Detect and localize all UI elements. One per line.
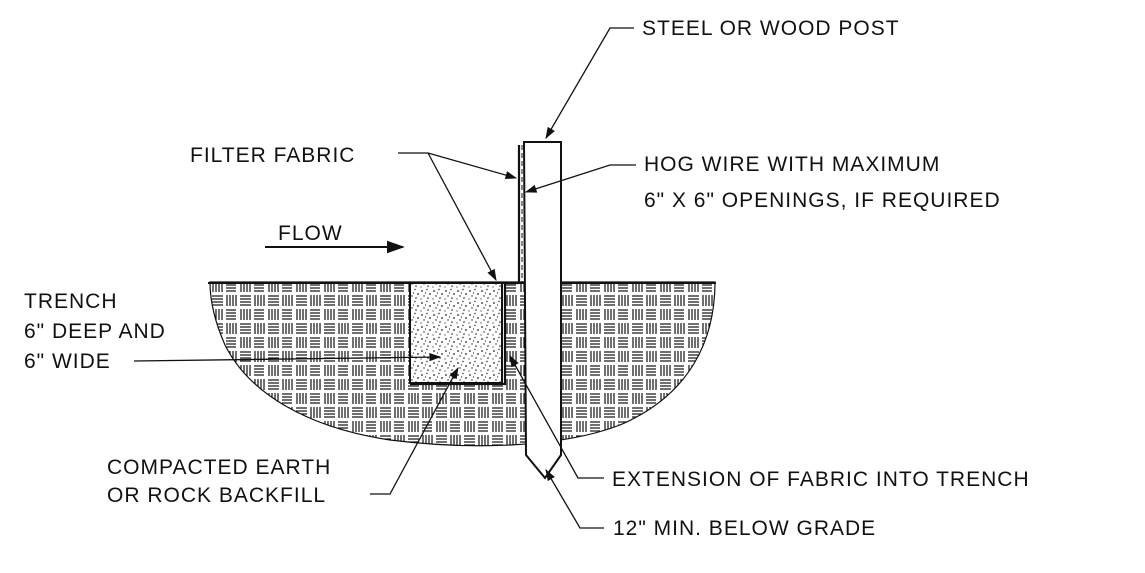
backfill-leader [370,366,459,495]
trench-label-line2: 6" DEEP AND [24,320,166,343]
trench-backfill [409,282,503,384]
filter-fabric-leader-1 [398,152,518,180]
trench-leader [133,353,442,362]
extension-leader [509,354,604,479]
post-leader [545,27,634,140]
trench-label-line1: TRENCH [24,290,118,313]
hog-wire-leader [524,164,636,193]
trench-label-line3: 6" WIDE [24,350,111,373]
backfill-label-line1: COMPACTED EARTH [107,456,331,479]
filter-fabric-label: FILTER FABRIC [190,144,355,167]
flow-label: FLOW [278,222,343,245]
hog-wire-label-line1: HOG WIRE WITH MAXIMUM [644,153,940,176]
backfill-label-line2: OR ROCK BACKFILL [107,484,326,507]
filter-fabric-leader-2 [427,152,497,282]
post [522,141,562,480]
fabric-extension [410,281,519,386]
min-below-grade-leader [545,468,604,529]
hog-wire-label-line2: 6" X 6" OPENINGS, IF REQUIRED [644,189,1001,212]
min-below-grade-label: 12" MIN. BELOW GRADE [613,517,876,540]
extension-label: EXTENSION OF FABRIC INTO TRENCH [612,468,1030,491]
post-label: STEEL OR WOOD POST [642,17,900,40]
